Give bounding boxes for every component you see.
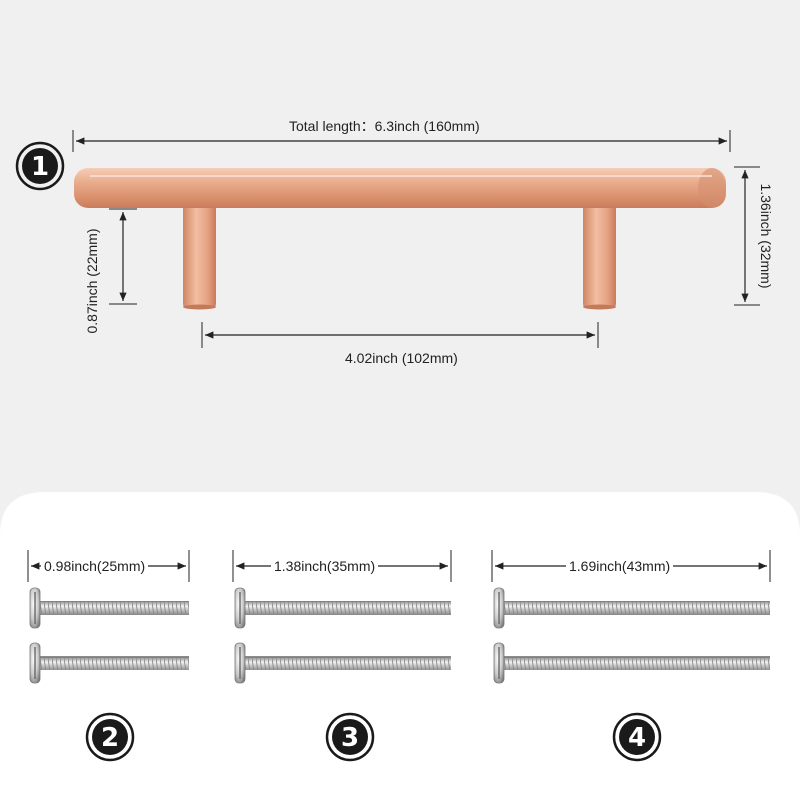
handle-legs xyxy=(183,200,616,310)
handle-leg-left xyxy=(183,200,216,308)
screw-group-2: 2 xyxy=(27,550,190,762)
screw xyxy=(493,587,770,629)
hole-spacing-dimension xyxy=(201,322,599,348)
badge-3: 3 xyxy=(325,712,375,762)
leg-height-dimension xyxy=(109,208,137,305)
screws-panel xyxy=(0,492,800,800)
badge-4-number: 4 xyxy=(628,723,646,753)
screw-length-label-3: 1.38inch(35mm) xyxy=(271,558,379,574)
badge-2: 2 xyxy=(85,712,135,762)
total-length-dimension xyxy=(72,130,731,152)
hole-spacing-label: 4.02inch (102mm) xyxy=(345,350,458,366)
screw-length-label-4: 1.69inch(43mm) xyxy=(566,558,674,574)
screw xyxy=(493,642,770,684)
badge-1-number: 1 xyxy=(31,152,49,182)
screw xyxy=(29,587,189,629)
screw xyxy=(234,642,451,684)
handle-bar xyxy=(74,168,726,208)
handle-leg-right xyxy=(583,200,616,308)
leg-height-label: 0.87inch (22mm) xyxy=(84,228,100,334)
screw xyxy=(234,587,451,629)
badge-1: 1 xyxy=(15,141,65,191)
badge-2-number: 2 xyxy=(101,723,119,753)
total-height-dimension xyxy=(734,166,760,306)
total-height-label: 1.36inch (32mm) xyxy=(758,183,774,289)
screw xyxy=(29,642,189,684)
total-length-label: Total length：6.3inch (160mm) xyxy=(287,116,482,136)
screw-length-label-2: 0.98inch(25mm) xyxy=(41,558,149,574)
badge-3-number: 3 xyxy=(341,723,359,753)
screw-group-4: 4 xyxy=(491,550,771,762)
badge-4: 4 xyxy=(612,712,662,762)
